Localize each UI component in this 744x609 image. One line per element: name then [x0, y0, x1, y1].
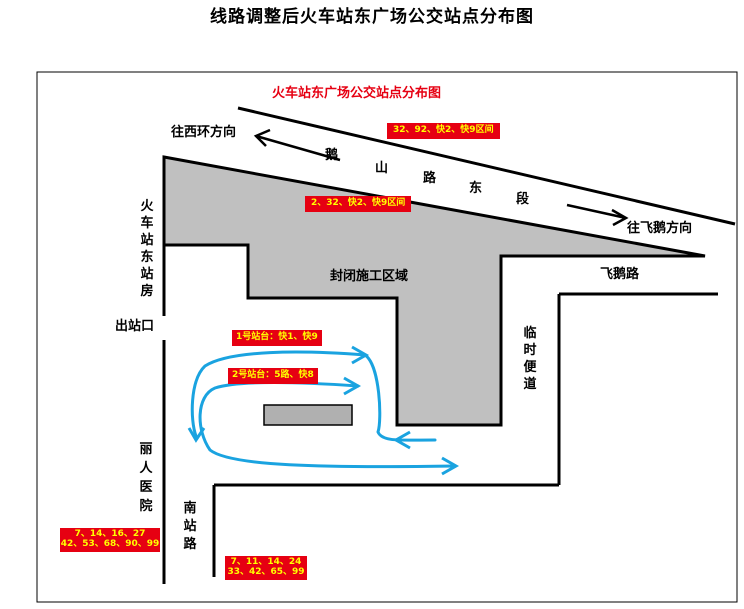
exit-label: 出站口 — [115, 319, 155, 334]
route-tag-bottom-left-line1: 7、14、16、27 — [74, 529, 146, 539]
route-tag-bottom-left: 7、14、16、27 42、53、68、90、99 — [60, 528, 160, 552]
route-tag-bottom-left-line2: 42、53、68、90、99 — [60, 538, 160, 549]
liren-hospital-label: 丽人医院 — [139, 442, 153, 514]
road-east-char-3: 路 — [423, 171, 437, 186]
south-station-road-label: 南站路 — [183, 501, 197, 552]
station-building-label: 火车站东站房 — [140, 199, 154, 299]
road-east-char-4: 东 — [469, 181, 483, 196]
route-tag-bottom-mid-line2: 33、42、65、99 — [227, 566, 305, 577]
bus-route-arrows — [187, 345, 460, 476]
to-west-ring-label: 往西环方向 — [171, 125, 237, 140]
route-tag-top-mid: 2、32、快2、快9区间 — [305, 196, 412, 212]
platform-block — [263, 404, 353, 426]
route-tag-platform1: 1号站台：快1、快9 — [232, 330, 322, 346]
road-east-char-2: 山 — [375, 161, 389, 176]
closed-area-label: 封闭施工区域 — [330, 269, 409, 284]
feie-road-label: 飞鹅路 — [600, 267, 640, 282]
map-frame — [36, 71, 738, 603]
route-tag-bottom-mid-line1: 7、11、14、24 — [230, 557, 302, 567]
to-feie-label: 往飞鹅方向 — [627, 221, 693, 236]
page-title: 线路调整后火车站东广场公交站点分布图 — [210, 7, 534, 27]
temp-road-label: 临时便道 — [523, 326, 537, 392]
road-east-char-5: 段 — [516, 192, 530, 207]
map-title: 火车站东广场公交站点分布图 — [272, 86, 442, 101]
arrow-east — [566, 203, 629, 227]
arrow-west — [253, 128, 341, 162]
route-tag-bottom-mid: 7、11、14、24 33、42、65、99 — [225, 556, 307, 580]
route-tag-platform2: 2号站台：5路、快8 — [228, 368, 318, 384]
road-east-char-1: 鹅 — [325, 148, 339, 163]
route-tag-top-right: 32、92、快2、快9区间 — [387, 123, 500, 139]
road-edge-top — [237, 106, 736, 226]
